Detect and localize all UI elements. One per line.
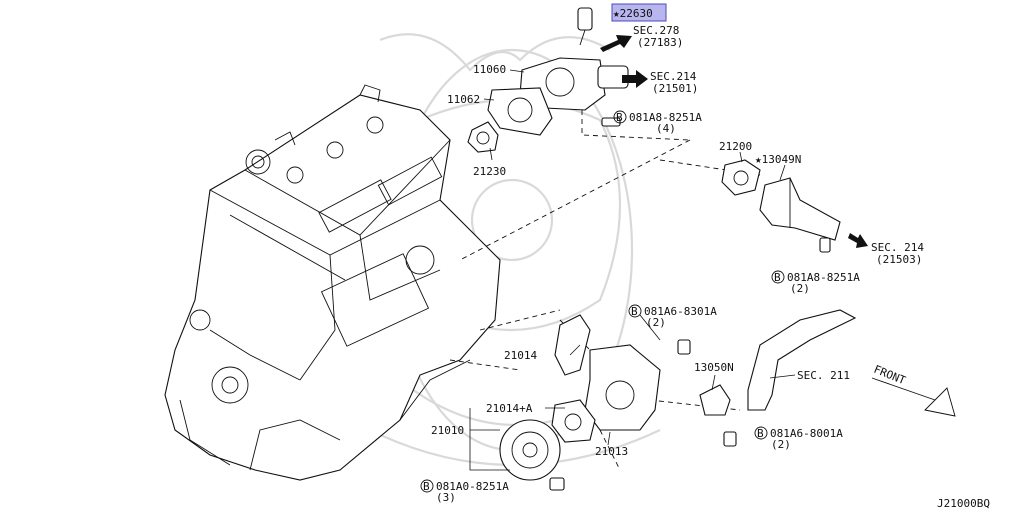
part-11062-label[interactable]: 11062 xyxy=(447,93,480,106)
bolt-mid-label[interactable]: 081A6-8301A xyxy=(644,305,717,318)
part-13049n-label[interactable]: ★13049N xyxy=(755,153,801,166)
bolt-top-qty: (4) xyxy=(656,122,676,135)
thermostat-assembly xyxy=(721,159,841,253)
bolt-marker-4: B xyxy=(757,427,764,440)
bolt-mid-qty: (2) xyxy=(646,316,666,329)
sec211-label[interactable]: SEC. 211 xyxy=(797,369,850,382)
part-21014a-label[interactable]: 21014+A xyxy=(486,402,533,415)
front-label: FRONT xyxy=(872,363,908,388)
bolt-low-qty: (2) xyxy=(771,438,791,451)
label-leaders xyxy=(469,69,796,471)
part-21014-label[interactable]: 21014 xyxy=(504,349,537,362)
part-13050n-label[interactable]: 13050N xyxy=(694,361,734,374)
sec278-sub-label: (27183) xyxy=(637,36,683,49)
sec214-top-label[interactable]: SEC.214 xyxy=(650,70,697,83)
bolt-right-qty: (2) xyxy=(790,282,810,295)
water-outlet-assembly xyxy=(467,7,629,153)
engine-block xyxy=(164,84,501,481)
bolt-right-label[interactable]: 081A8-8251A xyxy=(787,271,860,284)
bolt-marker-1: B xyxy=(616,111,623,124)
bolt-marker-2: B xyxy=(774,271,781,284)
sec214-top-sub-label: (21501) xyxy=(652,82,698,95)
sec278-label[interactable]: SEC.278 xyxy=(633,24,679,37)
part-22630-label[interactable]: ★22630 xyxy=(613,7,653,20)
bolt-low-label[interactable]: 081A6-8001A xyxy=(770,427,843,440)
bolt-bottom-qty: (3) xyxy=(436,491,456,504)
callout-labels: ★22630 SEC.278 (27183) 11060 SEC.214 (21… xyxy=(431,7,990,510)
bolt-markers: B B B B B xyxy=(420,110,785,493)
part-11060-label[interactable]: 11060 xyxy=(473,63,506,76)
arrows xyxy=(600,35,956,417)
bolt-bottom-label[interactable]: 081A0-8251A xyxy=(436,480,509,493)
highlight-box xyxy=(611,3,667,22)
water-pump-group xyxy=(499,309,857,491)
sec214-right-label[interactable]: SEC. 214 xyxy=(871,241,924,254)
bolt-top-label[interactable]: 081A8-8251A xyxy=(629,111,702,124)
arrow-sec214-right xyxy=(848,233,868,248)
bolt-marker-5: B xyxy=(423,480,430,493)
bolt-marker-3: B xyxy=(631,305,638,318)
part-21200-label[interactable]: 21200 xyxy=(719,140,752,153)
arrow-sec278 xyxy=(600,35,632,52)
part-21230-label[interactable]: 21230 xyxy=(473,165,506,178)
sec214-right-sub-label: (21503) xyxy=(876,253,922,266)
diagram-id: J21000BQ xyxy=(937,497,990,510)
arrow-sec214-top xyxy=(622,70,648,88)
part-21010-label[interactable]: 21010 xyxy=(431,424,464,437)
part-21013-label[interactable]: 21013 xyxy=(595,445,628,458)
front-arrow xyxy=(924,387,956,417)
